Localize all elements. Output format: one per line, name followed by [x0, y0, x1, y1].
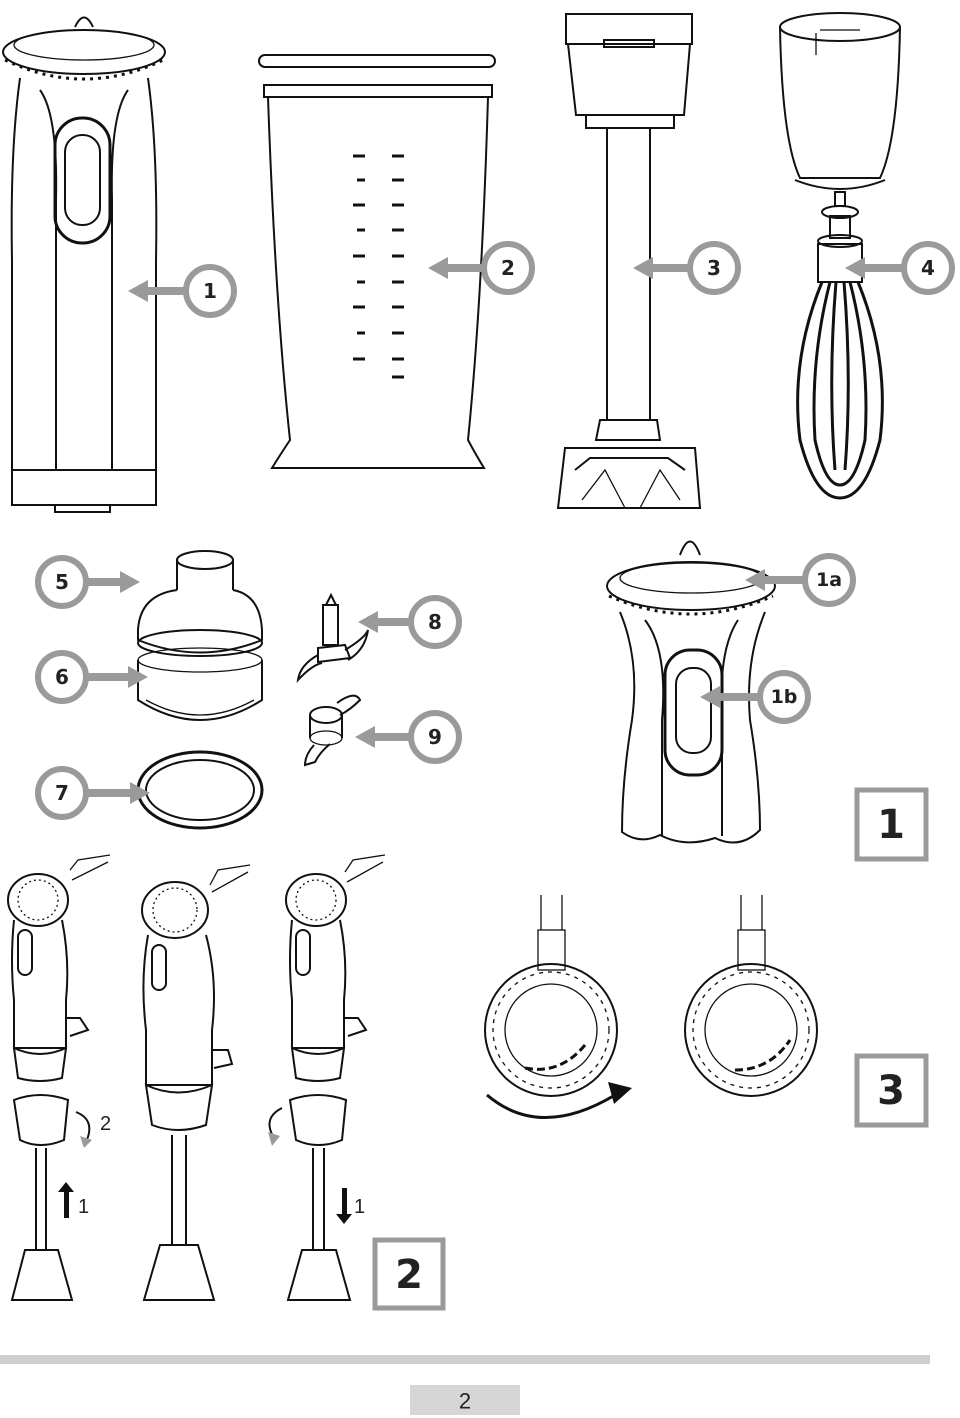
assembly-step-right: [268, 854, 386, 1301]
part-beaker-illustration: [258, 54, 496, 469]
part-blade-coupling-illustration: [303, 694, 362, 767]
callout-1: 1: [128, 264, 237, 318]
callout-label: 3: [707, 256, 721, 280]
part-motor-detail-illustration: [606, 540, 776, 844]
callout-label: 1a: [816, 569, 842, 591]
callout-1a: 1a: [745, 553, 856, 607]
step-label-rotate: 2: [100, 1113, 111, 1135]
svg-text:1: 1: [877, 802, 905, 848]
step-label-pull: 1: [354, 1196, 365, 1218]
callout-label: 5: [55, 570, 69, 594]
callout-9: 9: [355, 710, 462, 764]
callout-label: 1: [203, 279, 217, 303]
figure-label-2: 2: [372, 1237, 446, 1311]
callout-label: 1b: [771, 686, 798, 708]
figure-label-3: 3: [854, 1053, 929, 1128]
callout-label: 6: [55, 665, 69, 689]
callout-label: 4: [921, 256, 935, 280]
part-chopper-illustration: [136, 550, 264, 830]
step-label-push: 1: [78, 1196, 89, 1218]
svg-text:3: 3: [877, 1068, 905, 1114]
callout-6: 6: [35, 650, 148, 704]
callout-label: 9: [428, 725, 442, 749]
assembly-step-middle: [141, 864, 251, 1301]
callout-2: 2: [428, 241, 535, 295]
assembly-step-illustrations: [7, 854, 386, 1301]
callout-8: 8: [358, 595, 462, 649]
footer-bar: [0, 1355, 930, 1364]
page-number-box: 2: [410, 1385, 520, 1415]
callout-label: 2: [501, 256, 515, 280]
page-number: 2: [459, 1389, 471, 1414]
rotation-after: [684, 895, 818, 1097]
callout-label: 7: [55, 781, 69, 805]
callout-4: 4: [845, 241, 955, 295]
rotation-illustrations: [484, 895, 818, 1119]
figure-label-1: 1: [854, 787, 929, 862]
callout-1b: 1b: [700, 670, 811, 724]
callout-label: 8: [428, 610, 442, 634]
callout-7: 7: [35, 766, 150, 820]
svg-text:2: 2: [395, 1252, 423, 1298]
callout-3: 3: [633, 241, 741, 295]
callout-5: 5: [35, 555, 140, 609]
assembly-step-left: [7, 854, 111, 1301]
part-blender-shaft-illustration: [556, 13, 702, 509]
part-whisk-illustration: [779, 12, 901, 500]
part-motor-unit-illustration: [2, 16, 166, 513]
rotation-before: [484, 895, 632, 1119]
part-chopper-blade-illustration: [296, 592, 369, 683]
